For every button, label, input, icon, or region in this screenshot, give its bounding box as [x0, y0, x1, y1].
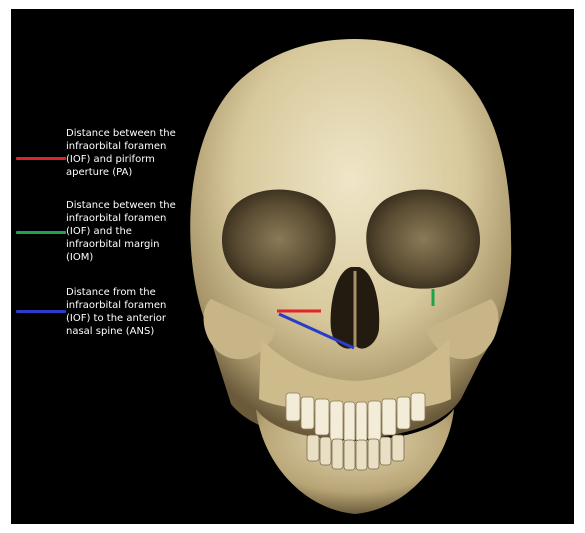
red-line-swatch	[16, 157, 66, 160]
figure-panel: Distance between the infraorbital forame…	[11, 9, 574, 524]
legend-label: Distance between the infraorbital forame…	[66, 127, 191, 179]
legend-label: Distance between the infraorbital forame…	[66, 199, 191, 264]
skull-illustration	[11, 9, 574, 524]
green-line-swatch	[16, 231, 66, 234]
legend-label: Distance from the infraorbital foramen (…	[66, 286, 191, 338]
blue-line-swatch	[16, 310, 66, 313]
left-orbit	[222, 189, 336, 288]
right-orbit	[366, 189, 480, 288]
